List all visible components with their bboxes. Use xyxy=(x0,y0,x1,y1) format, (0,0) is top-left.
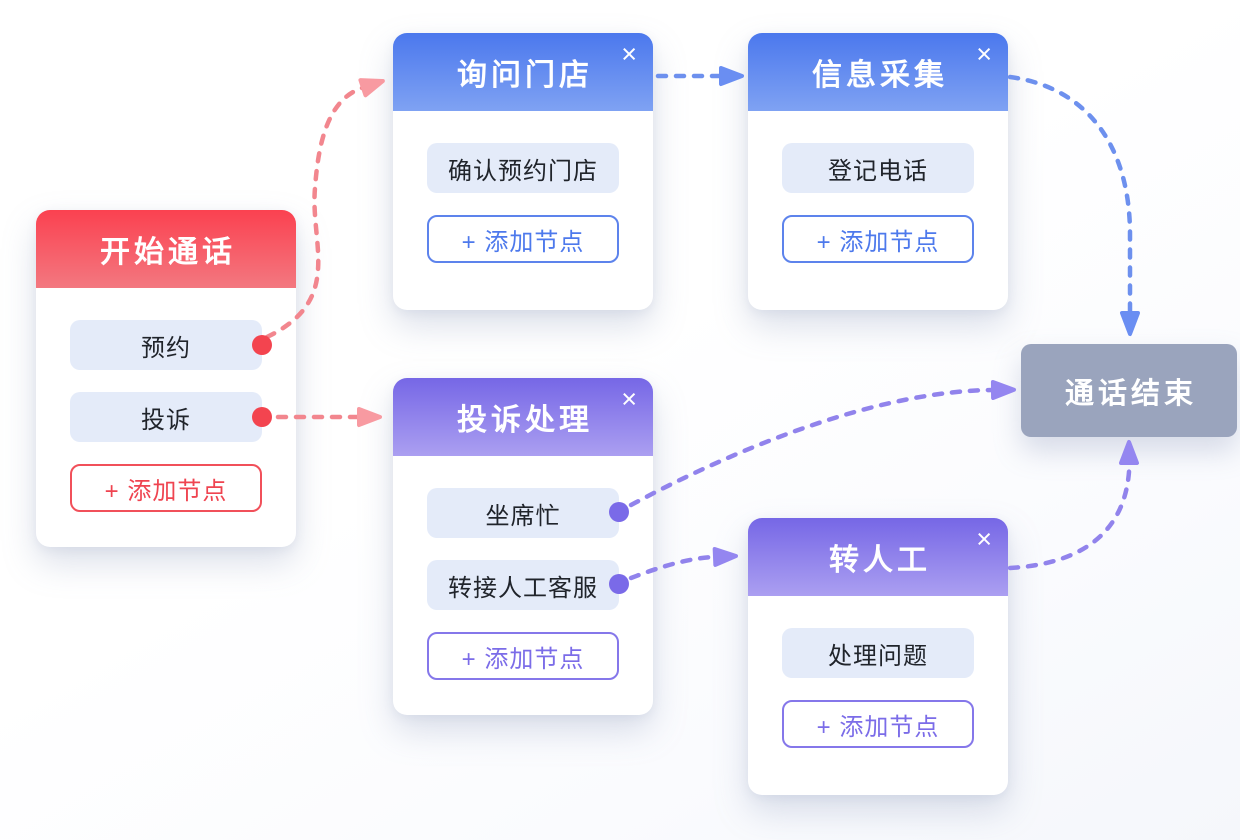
add-node-button[interactable]: + 添加节点 xyxy=(782,700,974,748)
add-node-button[interactable]: + 添加节点 xyxy=(427,632,619,680)
node-card-ask-store[interactable]: 询问门店 × 确认预约门店 + 添加节点 xyxy=(393,33,653,310)
node-header: 投诉处理 × xyxy=(393,378,653,456)
node-title: 开始通话 xyxy=(100,236,236,269)
node-body: 坐席忙 转接人工客服 + 添加节点 xyxy=(393,456,653,680)
node-body: 预约 投诉 + 添加节点 xyxy=(36,288,296,512)
close-icon[interactable]: × xyxy=(621,39,637,69)
node-header: 信息采集 × xyxy=(748,33,1008,111)
branch-item-register-phone[interactable]: 登记电话 xyxy=(782,143,974,193)
branch-item-yuyue[interactable]: 预约 xyxy=(70,320,262,370)
node-card-info-collect[interactable]: 信息采集 × 登记电话 + 添加节点 xyxy=(748,33,1008,310)
edge-to-human-to-end xyxy=(1007,440,1139,571)
add-node-button[interactable]: + 添加节点 xyxy=(427,215,619,263)
branch-item-handle-issue[interactable]: 处理问题 xyxy=(782,628,974,678)
close-icon[interactable]: × xyxy=(976,524,992,554)
node-title: 询问门店 xyxy=(457,59,593,92)
node-title: 投诉处理 xyxy=(457,404,593,437)
node-card-to-human[interactable]: 转人工 × 处理问题 + 添加节点 xyxy=(748,518,1008,795)
node-title: 信息采集 xyxy=(812,59,948,92)
close-icon[interactable]: × xyxy=(976,39,992,69)
branch-item-tousu[interactable]: 投诉 xyxy=(70,392,262,442)
node-header: 开始通话 xyxy=(36,210,296,288)
node-body: 确认预约门店 + 添加节点 xyxy=(393,111,653,263)
add-node-button[interactable]: + 添加节点 xyxy=(782,215,974,263)
node-end-call[interactable]: 通话结束 xyxy=(1021,344,1237,437)
branch-item-confirm-store[interactable]: 确认预约门店 xyxy=(427,143,619,193)
branch-item-agent-busy[interactable]: 坐席忙 xyxy=(427,488,619,538)
node-title: 转人工 xyxy=(829,544,931,577)
node-body: 处理问题 + 添加节点 xyxy=(748,596,1008,748)
add-node-button[interactable]: + 添加节点 xyxy=(70,464,262,512)
node-header: 转人工 × xyxy=(748,518,1008,596)
close-icon[interactable]: × xyxy=(621,384,637,414)
branch-item-transfer-agent[interactable]: 转接人工客服 xyxy=(427,560,619,610)
node-card-start-call[interactable]: 开始通话 预约 投诉 + 添加节点 xyxy=(36,210,296,547)
edge-complaint-busy-to-end xyxy=(628,379,1016,508)
node-body: 登记电话 + 添加节点 xyxy=(748,111,1008,263)
node-header: 询问门店 × xyxy=(393,33,653,111)
edge-info-collect-to-end xyxy=(1007,74,1140,336)
node-card-complaint-handling[interactable]: 投诉处理 × 坐席忙 转接人工客服 + 添加节点 xyxy=(393,378,653,715)
